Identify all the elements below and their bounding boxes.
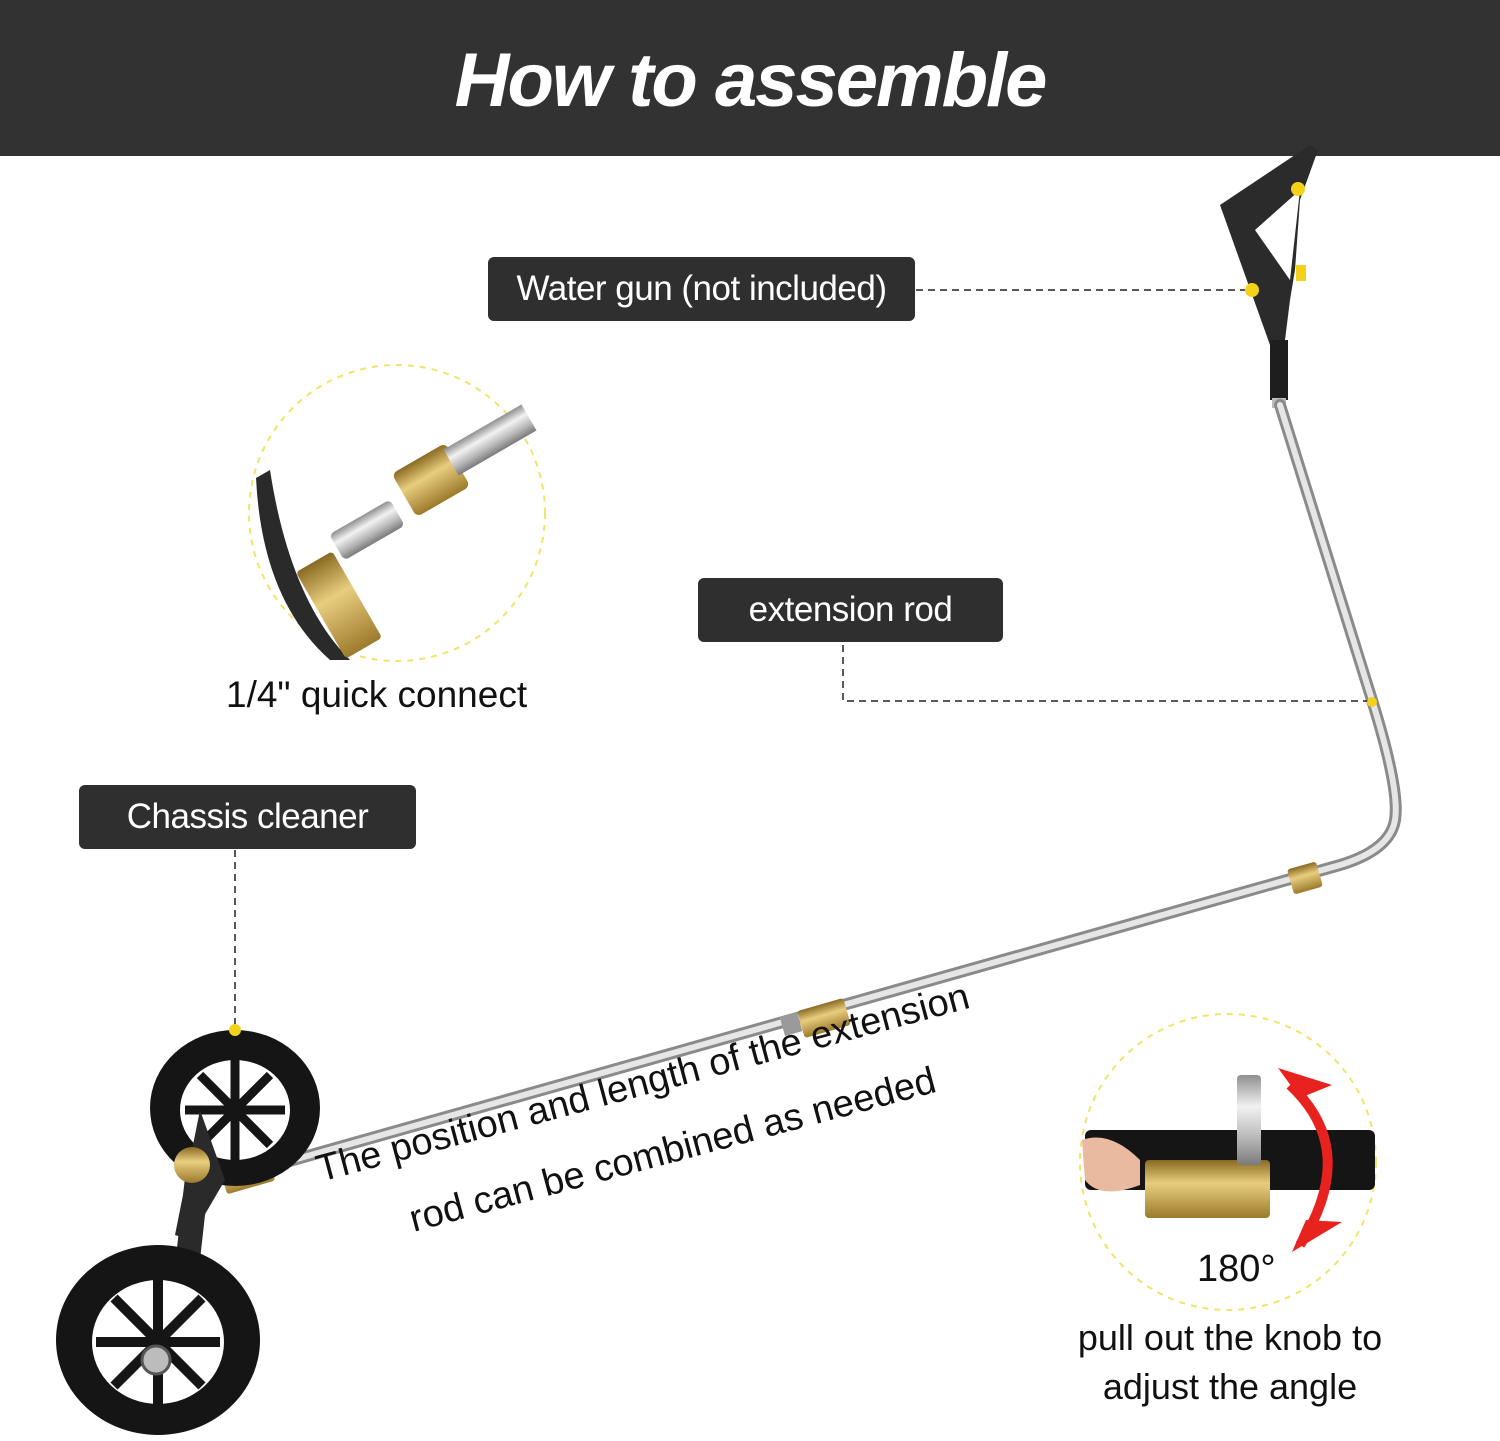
chassis-cleaner-label-text: Chassis cleaner — [126, 797, 369, 836]
extension-rod-icon — [234, 399, 1402, 1181]
pointer-dot-icon — [1367, 697, 1377, 707]
chassis-cleaner-icon — [56, 1030, 320, 1435]
water-gun-label-text: Water gun (not included) — [516, 269, 887, 308]
pointer-dot-icon — [1246, 284, 1258, 296]
angle-caption-line1: pull out the knob to — [1077, 1317, 1383, 1358]
leader-lines — [234, 289, 1368, 1025]
water-gun-icon — [1220, 145, 1318, 408]
chassis-cleaner-label: Chassis cleaner — [79, 785, 416, 849]
water-gun-label: Water gun (not included) — [488, 257, 915, 321]
quick-connect-detail-icon — [248, 364, 546, 662]
extension-rod-label: extension rod — [698, 578, 1003, 642]
quick-connect-caption: 1/4" quick connect — [226, 674, 528, 715]
angle-adjust-detail-icon — [1079, 1013, 1377, 1311]
angle-value: 180° — [1197, 1248, 1276, 1290]
header-banner: How to assemble — [0, 0, 1500, 156]
pointer-dot-icon — [229, 1024, 241, 1036]
page-title: How to assemble — [454, 37, 1048, 123]
extension-rod-label-text: extension rod — [748, 590, 953, 629]
angle-caption-line2: adjust the angle — [1102, 1366, 1358, 1407]
